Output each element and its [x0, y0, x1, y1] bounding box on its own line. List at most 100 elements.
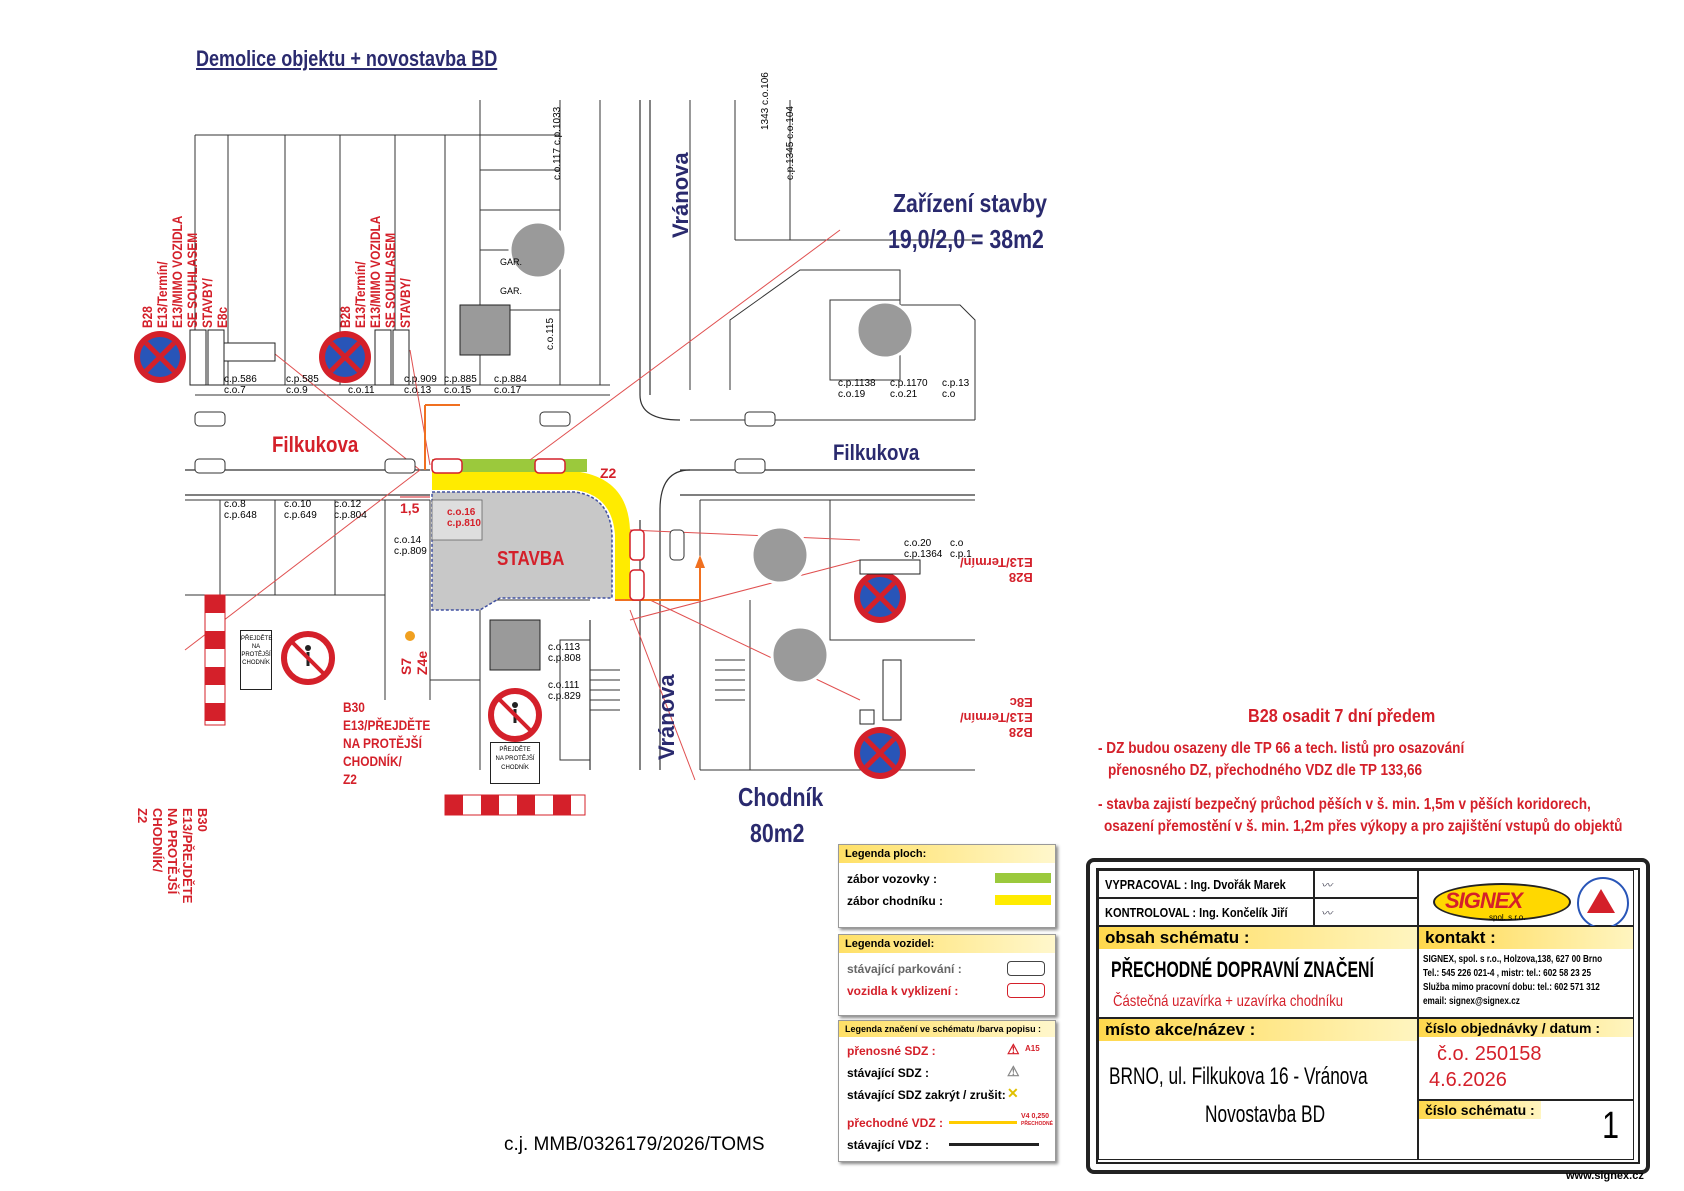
obsah-head: obsah schématu : [1099, 927, 1417, 949]
schema-number: 1 [1601, 1105, 1619, 1147]
legend-label: zábor chodníku : [847, 894, 943, 908]
signature-2: 〰 [1314, 898, 1418, 926]
objednavka-number: č.o. 250158 [1437, 1043, 1542, 1065]
plate-prejdete-1: PŘEJDĚTE NA PROTĚJŠÍ CHODNÍK [240, 630, 272, 690]
misto-cell: místo akce/název : BRNO, ul. Filkukova 1… [1098, 1018, 1418, 1160]
parcel-cp: c.p.648 [224, 510, 257, 521]
parcel-co: c.o.17 [494, 385, 522, 396]
legend-label: stávající parkování : [847, 962, 962, 976]
legend-label: stávající SDZ : [847, 1066, 930, 1080]
legend-label: vozidla k vyklizení : [847, 984, 959, 998]
cross-triangle-icon: ✕ [1007, 1085, 1019, 1101]
triangle-logo-icon [1587, 889, 1615, 913]
parcel-text: c.o.106 [760, 72, 771, 105]
reference-number: c.j. MMB/0326179/2026/TOMS [504, 1134, 765, 1155]
construction-cp: c.p.810 [447, 518, 481, 529]
parcel-cp: c.p.586 [224, 374, 257, 385]
parcel-text: c.p.1033 [552, 106, 563, 146]
parcel-cp: c.p.1 [950, 549, 972, 560]
warning-triangle-icon: ⚠ [1007, 1041, 1020, 1057]
parcel-text: c.p.1345 [785, 141, 796, 180]
parcel-cp: c.p.1364 [904, 549, 943, 560]
yellow-line-swatch [949, 1121, 1017, 1124]
construction-parcel: c.o.16 c.p.810 [447, 507, 481, 529]
zarizeni-label-1: Zařízení stavby [893, 188, 1048, 218]
black-line-swatch [949, 1143, 1039, 1146]
parcel-cp: c.p.1138 [838, 378, 876, 389]
legend-zabor-chodniku: zábor chodníku : [839, 891, 1055, 913]
legend-znaceni: Legenda značení ve schématu /barva popis… [838, 1020, 1056, 1162]
notes-line1b: přenosného DZ, přechodného VDZ dle TP 13… [1108, 762, 1423, 779]
sign-line: B30 [195, 808, 210, 832]
plate-line: PŘEJDĚTE [241, 636, 273, 642]
sign-line: STAVBY/ [199, 278, 215, 328]
kontakt-line: email: signex@signex.cz [1423, 996, 1520, 1007]
grey-triangle-icon: ⚠ [1007, 1063, 1020, 1079]
parcel-cp: c.p.809 [394, 546, 427, 557]
parcel-cp: c.p.1170 [890, 378, 928, 389]
street-vranova-top: Vránova [668, 152, 693, 238]
plate-line: PROTĚJŠÍ [241, 652, 271, 658]
z2-barriers [204, 594, 586, 816]
notes-heading: B28 osadit 7 dní předem [1248, 706, 1436, 726]
sign-line: SE SOUHLASEM [184, 232, 200, 328]
legend-label: stávající VDZ : [847, 1138, 930, 1152]
sign-line: E13/Termín/ [960, 710, 1033, 725]
page-title: Demolice objektu + novostavba BD [196, 46, 498, 71]
legend-vozidla-k-vyklizeni: vozidla k vyklizení : [839, 981, 1055, 1003]
parcel-co: c.o.10 [284, 499, 312, 510]
garage-label-0: GAR. [500, 257, 523, 267]
parcel-cp [348, 374, 375, 385]
sign-line: B28 [337, 306, 353, 328]
building-outlines-bottom-right [699, 499, 975, 771]
car-outline-icon [1007, 961, 1045, 976]
legend-vozidel-head: Legenda vozidel: [839, 935, 1055, 953]
sign-line: E13/Termín/ [960, 555, 1033, 570]
legend-plochy-head: Legenda ploch: [839, 845, 1055, 863]
misto-head: místo akce/název : [1099, 1019, 1417, 1041]
parcel-co: c.o [950, 538, 964, 549]
street-filkukova-right: Filkukova [833, 440, 920, 465]
sign-label-top-left-2: B28 E13/Termín/ E13/MIMO VOZIDLA SE SOUH… [337, 216, 413, 328]
zarizeni-label-2: 19,0/2,0 = 38m2 [888, 224, 1044, 254]
sign-line: E13/Termín/ [154, 261, 170, 328]
signex-logo-ellipse [1433, 883, 1571, 921]
sign-line: B28 [1008, 570, 1033, 585]
parcel-vertical-0: c.o.117 c.p.1033 [552, 107, 563, 180]
parcel-co: c.o.21 [890, 389, 918, 400]
legend-vozidel: Legenda vozidel: stávající parkování : v… [838, 934, 1056, 1016]
obsah-sub: Částečná uzavírka + uzavírka chodníku [1113, 993, 1344, 1010]
notes-line1: - DZ budou osazeny dle TP 66 a tech. lis… [1098, 740, 1465, 757]
misto-line-1: BRNO, ul. Filkukova 16 - Vránova [1109, 1063, 1368, 1090]
sign-label-right-upper: B28 E13/Termín/ [960, 555, 1033, 585]
dim-label: 1,5 [400, 500, 420, 516]
sign-line: E13/PŘEJDĚTE [180, 808, 195, 904]
parcel-top-left-2: c.o.11 [348, 374, 375, 396]
signex-logo: SIGNEX [1445, 888, 1523, 913]
sign-line: NA PROTĚJŠÍ [343, 735, 422, 751]
plate-line: NA [251, 644, 261, 650]
legend-stavajici-vdz: stávající VDZ : [839, 1135, 1055, 1157]
title-block-inner: VYPRACOVAL : Ing. Dvořák Marek 〰 KONTROL… [1096, 868, 1640, 1164]
sign-line: E13/PŘEJDĚTE [343, 717, 431, 733]
kontakt-line: Služba mimo pracovní dobu: tel.: 602 571… [1423, 982, 1600, 993]
obsah-main: PŘECHODNÉ DOPRAVNÍ ZNAČENÍ [1111, 957, 1374, 982]
parcel-text: c.o.117 [552, 147, 563, 180]
legend-label: přechodné VDZ : [847, 1116, 944, 1130]
chodnik-label-2: 80m2 [750, 818, 805, 848]
zabor-chodniku-area [432, 472, 630, 600]
z2-corner-label: Z2 [600, 465, 617, 481]
sign-line: B28 [1008, 725, 1033, 740]
sign-line: E8c [214, 306, 230, 328]
road-edges [185, 100, 975, 770]
b30-signs [281, 631, 542, 742]
signature-1: 〰 [1314, 870, 1418, 898]
